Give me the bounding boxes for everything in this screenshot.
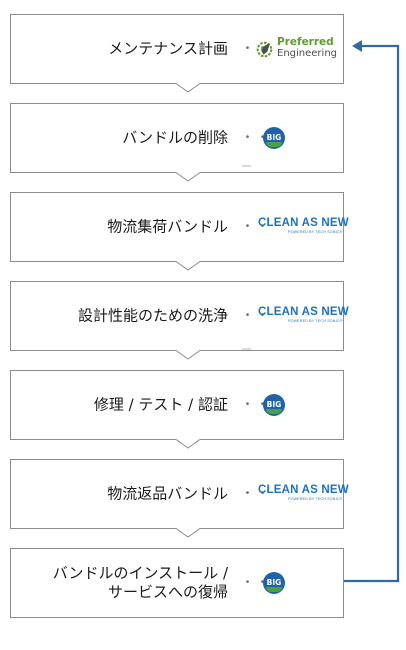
step-box-chevron [10, 281, 344, 360]
logo-text-sub: POWERED BY TECH SONIC® [288, 497, 343, 501]
decorative-mark [242, 348, 251, 350]
clean-as-new-logo: CLEAN AS NEW POWERED BY TECH SONIC® [258, 484, 349, 504]
step-label: バンドルの削除 [122, 128, 228, 147]
connector-dots: ・・ [241, 219, 272, 235]
step-label: 物流集荷バンドル [107, 217, 228, 236]
step-box-chevron [10, 370, 344, 449]
gear-leaf-icon [256, 41, 273, 58]
preferred-engineering-logo: Preferred Engineering [256, 36, 342, 62]
decorative-mark [242, 165, 251, 167]
step-label: バンドルのインストール / サービスへの復帰 [16, 564, 228, 602]
process-step-bundle-removal: バンドルの削除 ・・ BIG [10, 103, 344, 182]
connector-dots: ・・ [241, 397, 272, 413]
logo-text-line1: Preferred [277, 36, 334, 48]
step-label-line1: バンドルのインストール / [52, 564, 228, 582]
step-box-chevron [10, 192, 344, 271]
big-logo: BIG [263, 572, 285, 594]
step-label-line2: サービスへの復帰 [107, 583, 228, 601]
step-box [10, 548, 344, 618]
step-box-chevron [10, 459, 344, 538]
logo-text: BIG [266, 578, 282, 587]
logo-text-main: CLEAN AS NEW [258, 306, 349, 318]
step-label: 物流返品バンドル [107, 484, 228, 503]
step-label: 修理 / テスト / 認証 [93, 395, 228, 414]
connector-dots: ・・ [241, 130, 272, 146]
clean-as-new-logo: CLEAN AS NEW POWERED BY TECH SONIC® [258, 306, 349, 326]
logo-text: BIG [266, 400, 282, 409]
connector-dots: ・・ [241, 308, 272, 324]
logo-text-main: CLEAN AS NEW [258, 484, 349, 496]
step-box-chevron [10, 14, 344, 93]
big-logo: BIG [263, 127, 285, 149]
connector-dots: ・・ [241, 41, 272, 57]
step-label: 設計性能のための洗浄 [77, 306, 228, 325]
process-step-repair-test-certify: 修理 / テスト / 認証 ・・ BIG [10, 370, 344, 449]
process-step-logistics-pickup: 物流集荷バンドル ・・ CLEAN AS NEW POWERED BY TECH… [10, 192, 349, 271]
connector-dots: ・・ [241, 575, 272, 591]
connector-dots: ・・ [241, 486, 272, 502]
clean-as-new-logo: CLEAN AS NEW POWERED BY TECH SONIC® [258, 217, 349, 237]
step-label: メンテナンス計画 [108, 39, 228, 58]
process-step-maintenance-planning: メンテナンス計画 ・・ Preferred Engineering [10, 14, 344, 93]
logo-text-sub: POWERED BY TECH SONIC® [288, 230, 343, 234]
process-step-logistics-return: 物流返品バンドル ・・ CLEAN AS NEW POWERED BY TECH… [10, 459, 349, 538]
logo-text-sub: POWERED BY TECH SONIC® [288, 319, 343, 323]
process-step-install-return-to-service: バンドルのインストール / サービスへの復帰 ・・ BIG [10, 548, 344, 618]
logo-text-main: CLEAN AS NEW [258, 217, 349, 229]
step-box-chevron [10, 103, 344, 182]
logo-text: BIG [266, 133, 282, 142]
process-step-cleaning: 設計性能のための洗浄 ・・ CLEAN AS NEW POWERED BY TE… [10, 281, 349, 360]
logo-text-line2: Engineering [277, 48, 337, 59]
big-logo: BIG [263, 394, 285, 416]
